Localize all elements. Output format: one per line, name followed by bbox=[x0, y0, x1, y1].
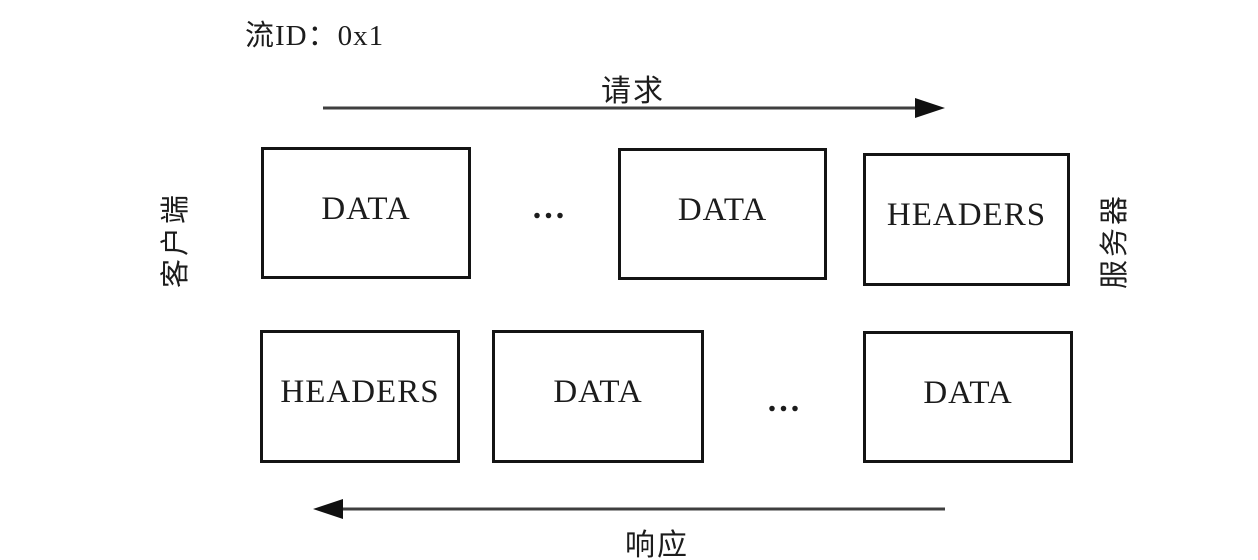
response-frame-headers: HEADERS bbox=[260, 330, 460, 463]
response-ellipsis: ... bbox=[767, 382, 803, 419]
request-arrowhead-icon bbox=[915, 98, 945, 118]
request-frame-data-1: DATA bbox=[261, 147, 471, 279]
response-direction-label: 响应 bbox=[625, 529, 689, 560]
response-frame-data-1: DATA bbox=[492, 330, 704, 463]
request-direction-label: 请求 bbox=[601, 75, 665, 108]
client-label: 客户端 bbox=[160, 192, 192, 289]
request-ellipsis: ... bbox=[532, 189, 568, 226]
frame-label: DATA bbox=[923, 374, 1013, 411]
request-frame-headers: HEADERS bbox=[863, 153, 1070, 286]
frame-label: HEADERS bbox=[886, 197, 1047, 233]
server-label: 服务器 bbox=[1099, 193, 1131, 290]
request-frame-data-2: DATA bbox=[618, 148, 827, 280]
frame-label: HEADERS bbox=[280, 374, 440, 410]
frame-label: DATA bbox=[553, 374, 643, 410]
stream-id-label: 流ID：0x1 bbox=[245, 20, 385, 52]
response-arrowhead-icon bbox=[313, 499, 343, 519]
request-arrow bbox=[323, 98, 945, 118]
frame-label: DATA bbox=[677, 191, 768, 228]
frame-label: DATA bbox=[321, 190, 411, 227]
response-frame-data-2: DATA bbox=[863, 331, 1073, 463]
response-arrow bbox=[313, 499, 945, 519]
